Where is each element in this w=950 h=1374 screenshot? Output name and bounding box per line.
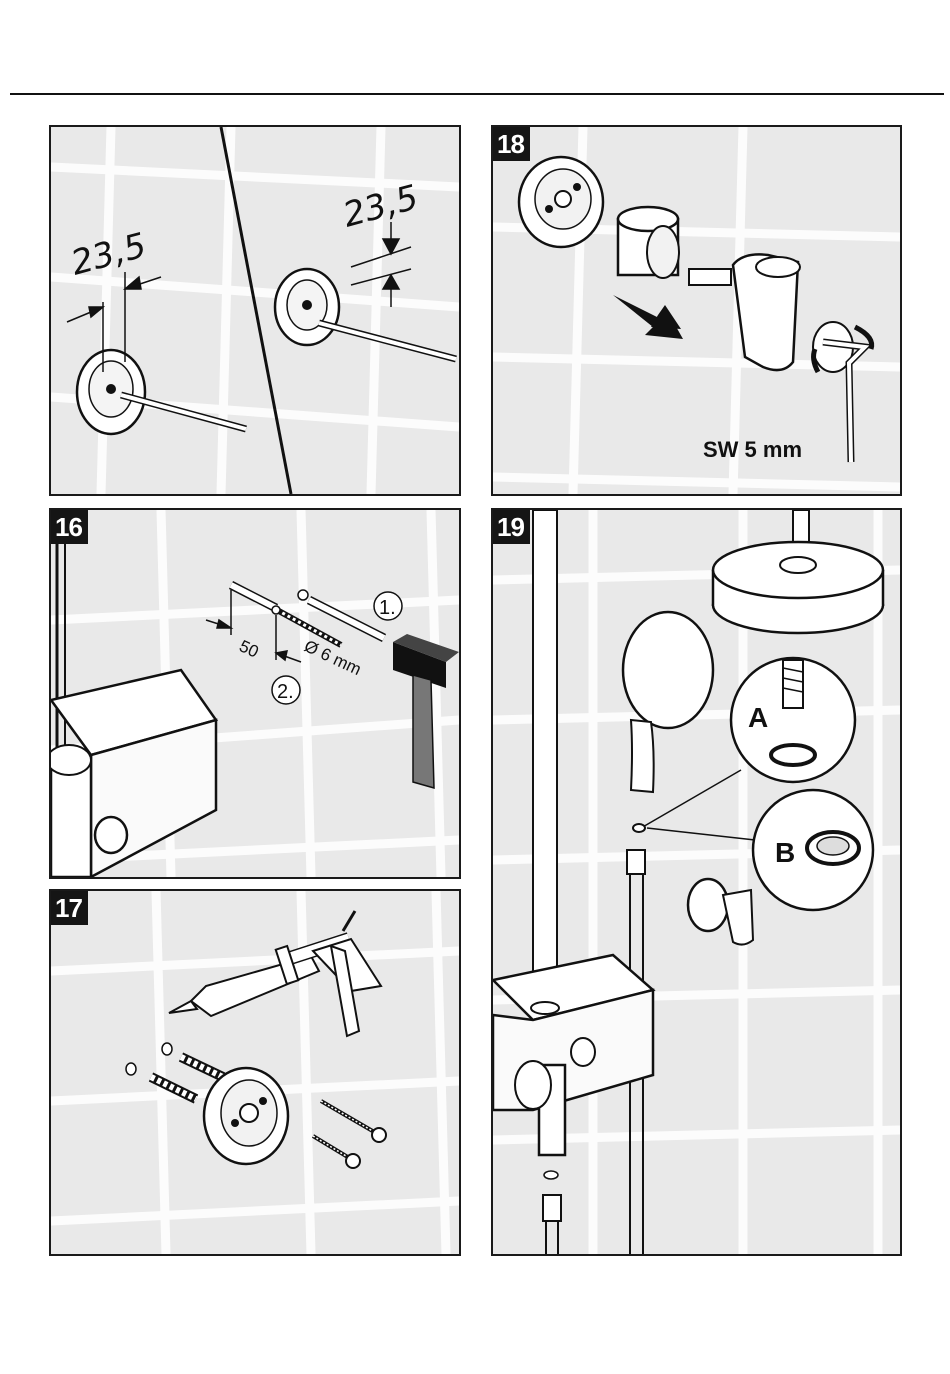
panel-wall-plate-position: 23,5 23,5 (49, 125, 461, 496)
panel-step-18: SW 5 mm 18 (491, 125, 902, 496)
wall-plate-right (275, 269, 456, 359)
wrench-size-label: SW 5 mm (703, 437, 802, 462)
detail-label-b: B (775, 837, 795, 868)
step-number-badge: 16 (51, 510, 88, 544)
wall-plate (204, 1068, 288, 1164)
detail-circle-b: B (753, 790, 873, 910)
cover-sleeve (618, 207, 679, 278)
silicone-gun-icon (169, 911, 381, 1036)
detail-circle-a: A (731, 658, 855, 782)
order-label-2: 2. (277, 681, 294, 703)
step-number-badge: 19 (493, 510, 530, 544)
dimension-left: 23,5 (67, 225, 150, 283)
illustration-step-17 (51, 891, 459, 1254)
wall-plate (519, 157, 603, 247)
overhead-shower (713, 542, 883, 633)
panel-step-16: 50 Ø 6 mm 1. 2. 16 (49, 508, 461, 879)
drill-depth-label: 50 (236, 636, 261, 661)
header-rule (10, 93, 944, 95)
illustration-step-19: A B (493, 510, 900, 1254)
panel-step-17: 17 (49, 889, 461, 1256)
hex-key-icon (813, 322, 872, 462)
order-label-1: 1. (379, 597, 396, 619)
step-number-badge: 17 (51, 891, 88, 925)
hand-shower-holder (689, 254, 800, 370)
panel-step-19: A B 19 (491, 508, 902, 1256)
hammer-icon (393, 634, 459, 788)
step-number-badge: 18 (493, 127, 530, 161)
thermostat-housing (51, 670, 216, 877)
screw-pair (313, 1101, 386, 1168)
drill-bit (231, 585, 341, 645)
illustration-step-16: 50 Ø 6 mm 1. 2. (51, 510, 459, 877)
hand-shower (623, 612, 713, 792)
illustration-step-18: SW 5 mm (493, 127, 900, 494)
illustration-wall-plate-position: 23,5 23,5 (51, 127, 459, 494)
detail-label-a: A (748, 702, 768, 733)
